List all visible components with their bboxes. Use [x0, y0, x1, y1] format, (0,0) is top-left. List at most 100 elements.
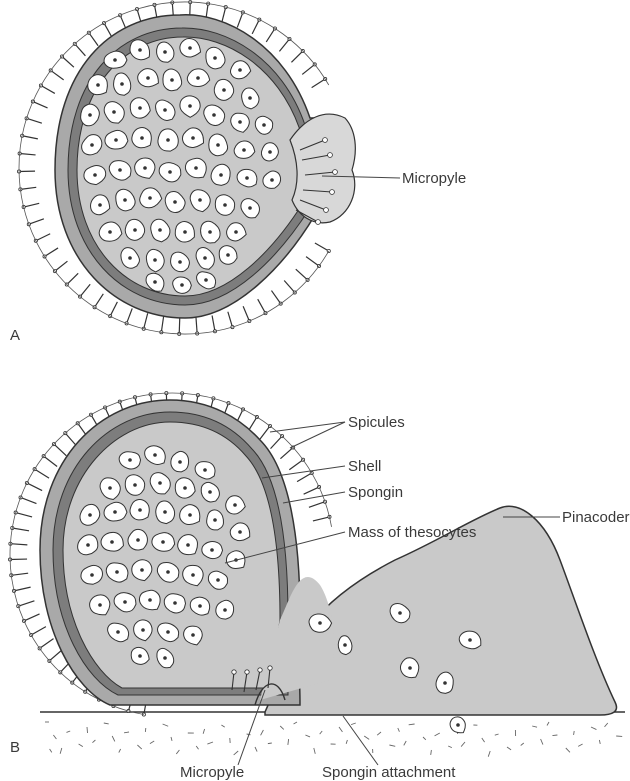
substrate-fleck	[137, 745, 141, 749]
substrate-fleck	[423, 737, 426, 740]
thesocyte-nucleus	[180, 283, 184, 287]
spicule-rod	[304, 487, 319, 494]
thesocyte-nucleus	[153, 453, 157, 457]
thesocyte-nucleus	[262, 123, 266, 127]
thesocyte-nucleus	[208, 490, 212, 494]
thesocyte-nucleus	[158, 481, 162, 485]
substrate-fleck	[532, 726, 537, 727]
thesocyte-nucleus	[203, 256, 207, 260]
spicule-rod	[271, 291, 280, 304]
substrate-texture	[45, 722, 622, 757]
substrate-fleck	[66, 731, 70, 732]
spicule-rod	[279, 39, 289, 51]
spicule-rod	[21, 497, 37, 503]
micropyle-rod-knob	[330, 190, 335, 195]
thesocyte-nucleus	[148, 196, 152, 200]
thesocyte-nucleus	[86, 543, 90, 547]
spicule-rod	[161, 316, 163, 332]
thesocyte-nucleus	[270, 178, 274, 182]
thesocyte-nucleus	[198, 198, 202, 202]
thesocyte-nucleus	[123, 600, 127, 604]
thesocyte-nucleus	[222, 88, 226, 92]
substrate-fleck	[234, 751, 239, 755]
thesocyte-nucleus	[196, 76, 200, 80]
spicule-rod	[237, 12, 243, 27]
substrate-fleck	[221, 725, 224, 727]
substrate-fleck	[124, 732, 129, 733]
thesocyte-nucleus	[223, 203, 227, 207]
thesocyte-nucleus	[115, 570, 119, 574]
micropyle-rod-knob	[258, 668, 262, 672]
spicule-rod	[24, 614, 40, 621]
substrate-fleck	[60, 748, 62, 754]
thesocyte-nucleus	[248, 96, 252, 100]
thesocyte-nucleus	[318, 621, 322, 625]
substrate-fleck	[364, 736, 369, 739]
thesocyte-nucleus	[191, 633, 195, 637]
spicule-rod	[222, 7, 226, 23]
thesocyte-nucleus	[133, 483, 137, 487]
thesocyte-nucleus	[114, 138, 118, 142]
spicule-rod	[280, 447, 293, 458]
spicule-rod	[212, 316, 215, 332]
spicule-rod	[33, 102, 48, 108]
thesocyte-nucleus	[136, 538, 140, 542]
micropyle-rod-knob	[324, 208, 329, 213]
micropyle-rod-knob	[328, 153, 333, 158]
spicule-rod	[20, 154, 36, 155]
spicule-rod	[41, 86, 55, 94]
pinacoderm-label: Pinacoderm	[562, 509, 630, 526]
substrate-fleck	[280, 726, 284, 729]
thesocyte-nucleus	[168, 170, 172, 174]
spicule-rod	[55, 261, 68, 271]
spicule-rod	[306, 257, 319, 266]
shell-label: Shell	[348, 458, 381, 475]
thesocyte-nucleus	[198, 604, 202, 608]
thesocyte-nucleus	[166, 138, 170, 142]
panel-a-letter: A	[10, 327, 20, 344]
substrate-fleck	[176, 750, 179, 754]
thesocyte-nucleus	[248, 206, 252, 210]
substrate-fleck	[552, 735, 557, 736]
spicule-rod	[312, 79, 326, 88]
spicule-rod	[49, 650, 62, 661]
substrate-fleck	[599, 740, 600, 744]
substrate-fleck	[196, 746, 198, 749]
thesocyte-nucleus	[163, 108, 167, 112]
spicule-rod	[110, 302, 117, 316]
spicule-rod	[260, 426, 270, 440]
thesocyte-nucleus	[96, 83, 100, 87]
substrate-fleck	[339, 727, 342, 732]
thesocyte-nucleus	[140, 136, 144, 140]
spicule-rod	[271, 436, 283, 448]
substrate-fleck	[288, 739, 289, 745]
thesocyte-nucleus	[183, 230, 187, 234]
thesocyte-nucleus	[153, 258, 157, 262]
thesocyte-nucleus	[188, 46, 192, 50]
thesocyte-nucleus	[163, 510, 167, 514]
thesocyte-nucleus	[98, 203, 102, 207]
spicule-rod	[51, 70, 64, 79]
thesocyte-nucleus	[398, 611, 402, 615]
substrate-fleck	[79, 744, 83, 747]
thesocyte-nucleus	[120, 82, 124, 86]
spicule-rod	[289, 460, 303, 470]
substrate-fleck	[203, 729, 204, 734]
substrate-fleck	[346, 740, 347, 744]
spicule-rod	[80, 284, 90, 296]
thesocyte-nucleus	[216, 143, 220, 147]
thesocyte-nucleus	[123, 198, 127, 202]
substrate-fleck	[461, 742, 465, 747]
micropyle-rod-knob	[245, 670, 249, 674]
spicule-rod	[18, 601, 34, 606]
spicule-rod	[127, 308, 133, 323]
substrate-fleck	[448, 746, 452, 748]
thesocyte-nucleus	[238, 120, 242, 124]
thesocyte-nucleus	[90, 573, 94, 577]
substrate-fleck	[119, 749, 121, 753]
spicule-rod	[75, 44, 86, 56]
spicule-rod	[31, 627, 46, 635]
mass-label: Mass of thesocytes	[348, 524, 476, 541]
substrate-fleck	[351, 723, 356, 725]
